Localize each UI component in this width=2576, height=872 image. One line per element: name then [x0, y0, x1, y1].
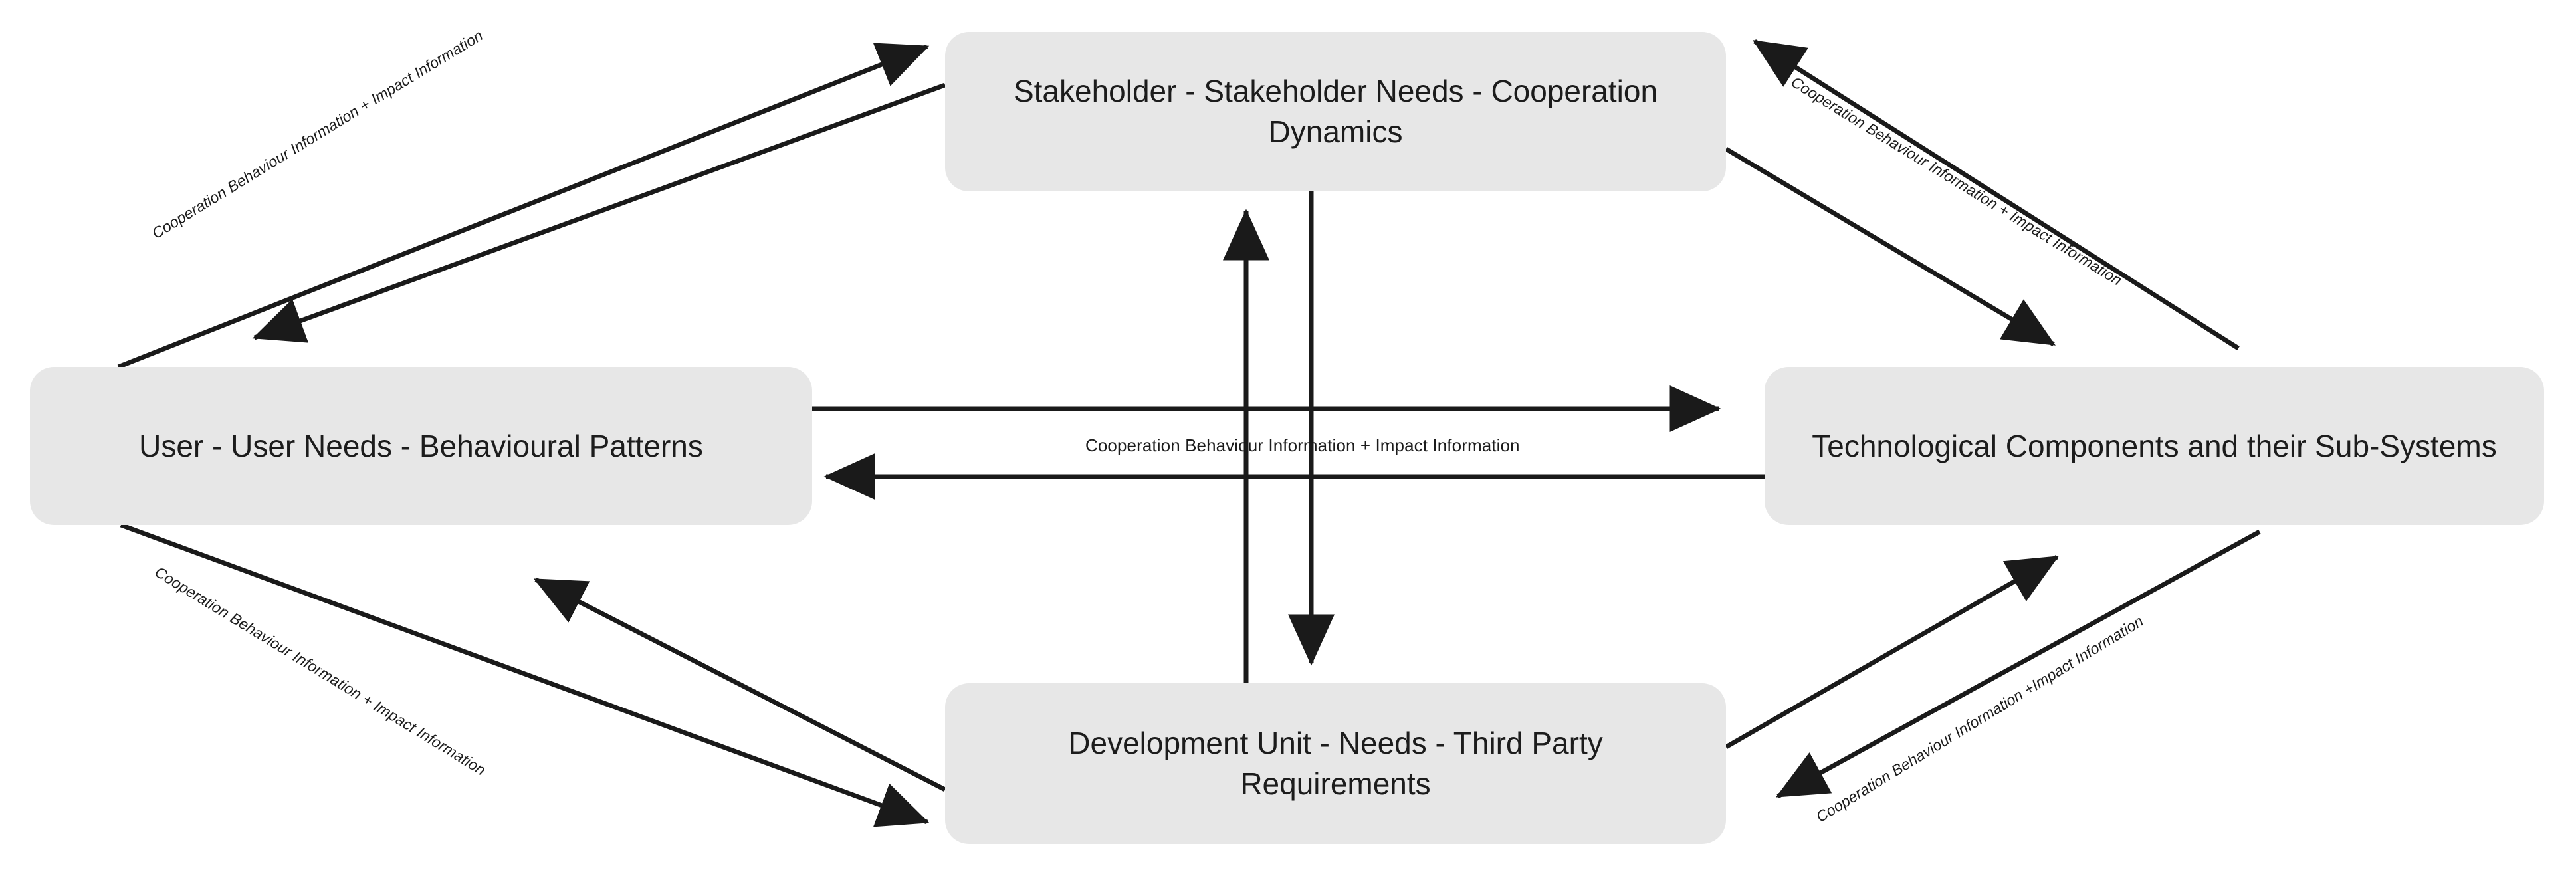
- node-technology-label: Technological Components and their Sub-S…: [1812, 428, 2497, 463]
- node-development-label: Development Unit - Needs - Third Party R…: [1068, 726, 1603, 801]
- edge-technology-to-development: [1775, 529, 2261, 799]
- edge-development-to-technology: [1725, 554, 2060, 750]
- node-stakeholder-label: Stakeholder - Stakeholder Needs - Cooper…: [1013, 74, 1658, 149]
- edge-label-user-technology: Cooperation Behaviour Information + Impa…: [1085, 435, 1520, 455]
- node-stakeholder[interactable]: Stakeholder - Stakeholder Needs - Cooper…: [945, 32, 1726, 191]
- node-development[interactable]: Development Unit - Needs - Third Party R…: [945, 683, 1726, 844]
- edge-technology-to-stakeholder: [1753, 39, 2240, 350]
- node-technology[interactable]: Technological Components and their Sub-S…: [1765, 367, 2544, 525]
- node-user[interactable]: User - User Needs - Behavioural Patterns: [30, 367, 812, 525]
- edge-stakeholder-to-technology: [1725, 146, 2056, 347]
- edge-user-to-stakeholder: [117, 43, 930, 370]
- edge-user-to-development: [120, 522, 930, 827]
- node-user-label: User - User Needs - Behavioural Patterns: [139, 428, 703, 463]
- edge-development-to-user: [533, 577, 946, 792]
- edge-stakeholder-to-user: [252, 82, 946, 343]
